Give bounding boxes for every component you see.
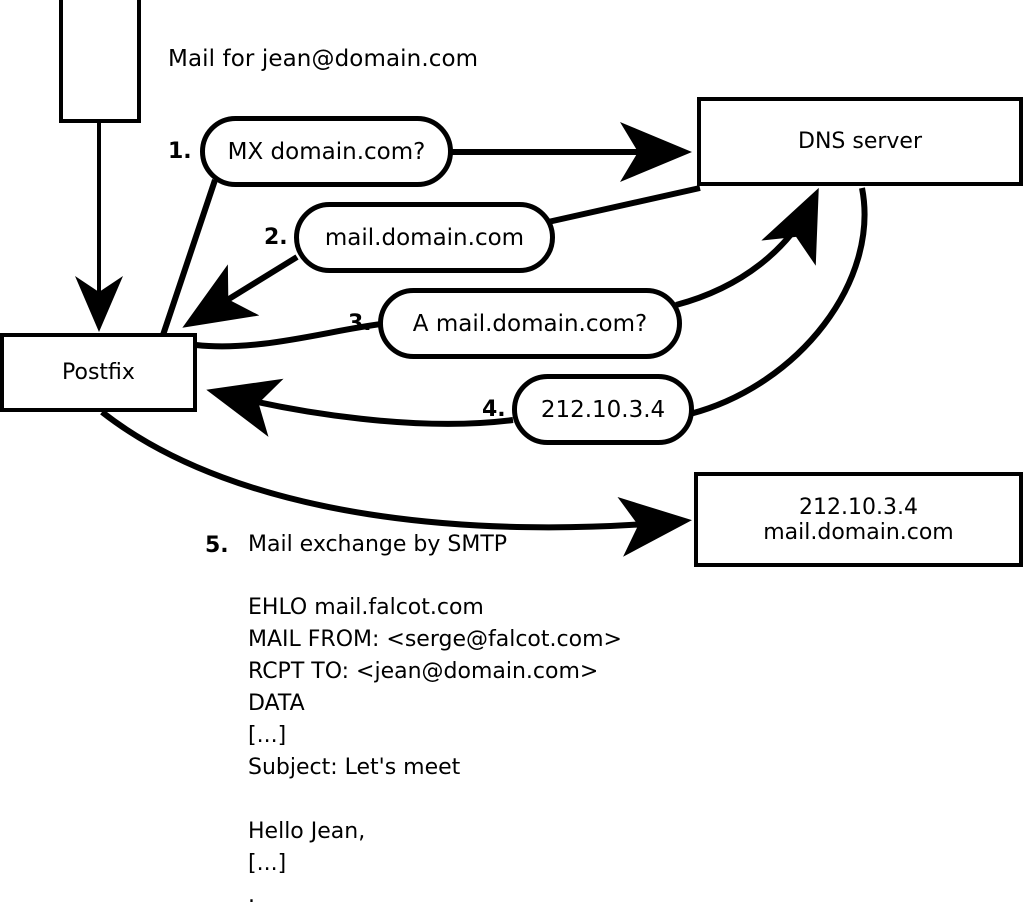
step-5-label: Mail exchange by SMTP [248, 532, 508, 557]
callout-step-2-label: mail.domain.com [324, 224, 525, 251]
edge-step5 [100, 409, 692, 557]
node-postfix-label: Postfix [62, 360, 135, 385]
callout-step-4-label: 212.10.3.4 [540, 396, 666, 423]
smtp-line: Subject: Let's meet [248, 755, 461, 780]
smtp-line: [...] [248, 851, 287, 876]
edge-step4-left [206, 378, 514, 437]
step-5-number: 5. [205, 533, 229, 558]
step-2-number: 2. [264, 225, 288, 250]
smtp-line: EHLO mail.falcot.com [248, 595, 484, 620]
edge-step3-right [675, 187, 819, 308]
page-title: Mail for jean@domain.com [168, 46, 479, 72]
node-mail-server-ip: 212.10.3.4 [799, 494, 918, 520]
edge-step2-left [182, 254, 299, 328]
edge-step2-right [547, 185, 701, 225]
node-mail-server[interactable]: 212.10.3.4 mail.domain.com [694, 472, 1023, 567]
smtp-line: [...] [248, 723, 287, 748]
smtp-line: Hello Jean, [248, 819, 366, 844]
smtp-line: RCPT TO: <jean@domain.com> [248, 659, 599, 684]
callout-step-1[interactable]: MX domain.com? [200, 116, 453, 187]
callout-step-4[interactable]: 212.10.3.4 [512, 374, 694, 445]
edge-step1-left [160, 179, 218, 336]
smtp-transcript: EHLO mail.falcot.com MAIL FROM: <serge@f… [248, 595, 622, 915]
node-dns-server-label: DNS server [798, 129, 922, 154]
smtp-line: . [248, 883, 255, 908]
node-sender[interactable] [59, 0, 141, 123]
edge-step3-left [195, 321, 383, 350]
edge-step4-right [689, 187, 868, 417]
callout-step-3[interactable]: A mail.domain.com? [378, 288, 682, 359]
step-4-number: 4. [482, 397, 506, 422]
smtp-line: MAIL FROM: <serge@falcot.com> [248, 627, 622, 652]
callout-step-2[interactable]: mail.domain.com [294, 202, 555, 273]
node-dns-server[interactable]: DNS server [697, 97, 1023, 186]
smtp-line: DATA [248, 691, 305, 716]
node-mail-server-host: mail.domain.com [763, 519, 954, 545]
node-postfix[interactable]: Postfix [0, 333, 197, 412]
callout-step-3-label: A mail.domain.com? [412, 310, 648, 337]
callout-step-1-label: MX domain.com? [227, 138, 426, 165]
node-sender-label [63, 47, 137, 72]
step-1-number: 1. [168, 139, 192, 164]
